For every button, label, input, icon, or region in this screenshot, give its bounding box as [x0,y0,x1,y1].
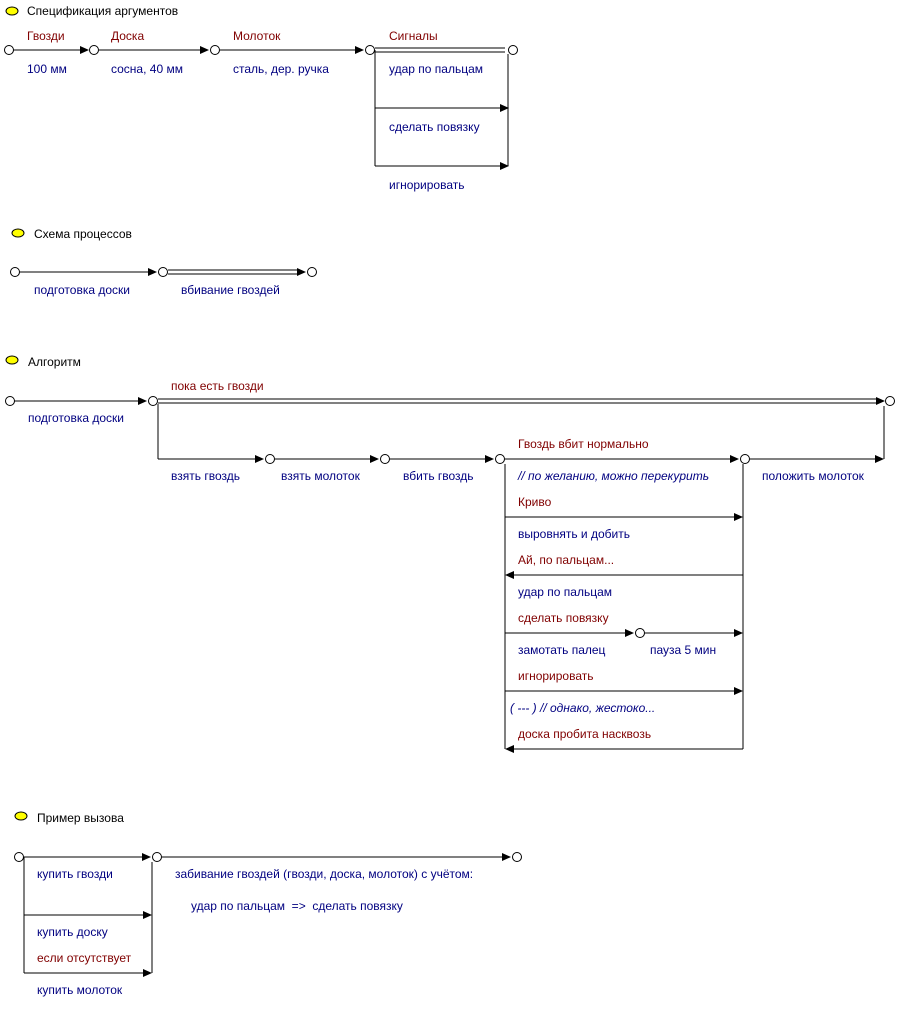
section-marker-icon[interactable] [14,811,28,821]
start-node-circle [10,267,20,277]
arg-name-signals: Сигналы [389,29,438,43]
arrow-head [625,629,634,637]
arrow-head [734,629,743,637]
process-step: вбивание гвоздей [181,283,280,297]
process-step: купить доску [37,925,108,939]
arrow-head [505,745,514,753]
node-circle [380,454,390,464]
process-step: подготовка доски [34,283,130,297]
process-step: купить гвозди [37,867,113,881]
signal-mapping: удар по пальцам => сделать повязку [191,899,403,913]
section-title: Спецификация аргументов [27,4,178,18]
arrow-head [355,46,364,54]
section-argument-spec: Спецификация аргументов Гвозди Доска Мол… [4,4,518,192]
arg-name-molotok: Молоток [233,29,281,43]
branch-condition: если отсутствует [37,951,132,965]
branch-condition: игнорировать [518,669,594,683]
node-circle [89,45,99,55]
process-step: положить молоток [762,469,865,483]
arrow-head [148,268,157,276]
process-step: купить молоток [37,983,123,997]
start-node-circle [14,852,24,862]
arrow-head [876,397,885,405]
end-node-circle [508,45,518,55]
branch-condition: Криво [518,495,552,509]
start-node-circle [4,45,14,55]
process-step: подготовка доски [28,411,124,425]
node-circle [210,45,220,55]
section-process-scheme: Схема процессов подготовка доски вбивани… [10,227,317,297]
signal-item: сделать повязку [389,120,480,134]
node-circle [265,454,275,464]
end-node-circle [512,852,522,862]
arrow-head [875,455,884,463]
signal-item: удар по пальцам [389,62,483,76]
branch-condition: Гвоздь вбит нормально [518,437,649,451]
arg-value-gvozdi: 100 мм [27,62,67,76]
comment-text: ( --- ) // однако, жестоко... [510,701,655,715]
node-circle [148,396,158,406]
arrow-head [505,571,514,579]
arrow-head [142,853,151,861]
section-call-example: Пример вызова купить гвозди купить доску… [14,811,522,997]
arrow-head [485,455,494,463]
arrow-head [730,455,739,463]
arrow-head [734,513,743,521]
section-title: Алгоритм [28,355,81,369]
arrow-head [138,397,147,405]
node-circle [635,628,645,638]
section-marker-icon[interactable] [11,228,25,238]
arrow-head [734,687,743,695]
section-algorithm: Алгоритм [5,355,895,753]
section-title: Пример вызова [37,811,124,825]
section-marker-icon[interactable] [5,6,19,16]
arrow-head [255,455,264,463]
arrow-head [297,268,306,276]
end-node-circle [885,396,895,406]
process-step: взять молоток [281,469,361,483]
section-marker-icon[interactable] [5,355,19,365]
comment-text: // по желанию, можно перекурить [517,469,709,483]
end-node-circle [307,267,317,277]
arrow-head [370,455,379,463]
arg-name-doska: Доска [111,29,144,43]
process-step: замотать палец [518,643,606,657]
process-step: вбить гвоздь [403,469,474,483]
process-step: пауза 5 мин [650,643,716,657]
arrow-head [143,911,152,919]
signal-item: игнорировать [389,178,465,192]
branch-condition: сделать повязку [518,611,609,625]
loop-condition: пока есть гвозди [171,379,264,393]
arg-value-molotok: сталь, дер. ручка [233,62,329,76]
section-title: Схема процессов [34,227,132,241]
arrow-head [500,162,509,170]
arrow-head [80,46,89,54]
node-circle [740,454,750,464]
node-circle [152,852,162,862]
arrow-head [200,46,209,54]
process-step: взять гвоздь [171,469,240,483]
start-node-circle [5,396,15,406]
node-circle [365,45,375,55]
node-circle [495,454,505,464]
branch-condition: доска пробита насквозь [518,727,651,741]
arg-value-doska: сосна, 40 мм [111,62,183,76]
branch-condition: Ай, по пальцам... [518,553,614,567]
arrow-head [500,104,509,112]
arrow-head [502,853,511,861]
call-text: забивание гвоздей (гвозди, доска, молото… [175,867,473,881]
process-step: выровнять и добить [518,527,630,541]
arrow-head [143,969,152,977]
arg-name-gvozdi: Гвозди [27,29,65,43]
process-step: удар по пальцам [518,585,612,599]
node-circle [158,267,168,277]
